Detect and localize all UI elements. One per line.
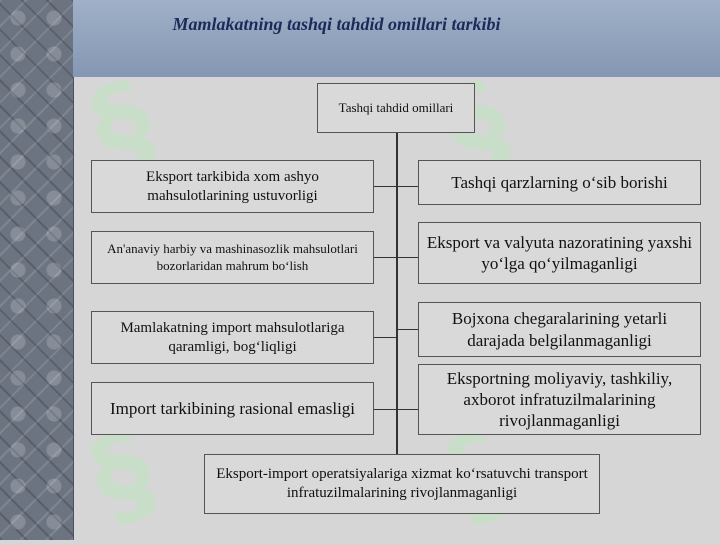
connector-left-3 [374, 337, 396, 338]
bottom-factor-label: Eksport-import operatsiyalariga xizmat k… [216, 466, 588, 501]
left-factor-box: An'anaviy harbiy va mashinasozlik mahsul… [91, 231, 374, 284]
trunk-line [396, 133, 398, 455]
right-factor-box: Eksport va valyuta nazoratining yaxshi y… [418, 222, 701, 284]
right-factor-box: Tashqi qarzlarning o‘sib borishi [418, 160, 701, 205]
right-factor-box: Bojxona chegaralarining yetarli darajada… [418, 302, 701, 357]
connector-left-2 [374, 257, 396, 258]
left-factor-label: Eksport tarkibida xom ashyo mahsulotlari… [146, 168, 319, 204]
title-banner: Mamlakatning tashqi tahdid omillari tark… [73, 0, 720, 77]
decorative-ornament-strip [0, 0, 74, 540]
connector-right-2 [398, 257, 418, 258]
root-node: Tashqi tahdid omillari [317, 83, 475, 133]
connector-left-1 [374, 186, 396, 187]
left-factor-box: Mamlakatning import mahsulotlariga qaram… [91, 311, 374, 364]
right-factor-label: Eksportning moliyaviy, tashkiliy, axboro… [446, 368, 673, 431]
left-factor-box: Import tarkibining rasional emasligi [91, 382, 374, 435]
root-node-label: Tashqi tahdid omillari [338, 99, 454, 115]
right-factor-label: Bojxona chegaralarining yetarli darajada… [451, 309, 668, 350]
right-factor-label: Eksport va valyuta nazoratining yaxshi y… [426, 232, 693, 273]
diagram-title: Mamlakatning tashqi tahdid omillari tark… [172, 14, 501, 34]
right-factor-box: Eksportning moliyaviy, tashkiliy, axboro… [418, 364, 701, 435]
right-factor-label: Tashqi qarzlarning o‘sib borishi [451, 172, 668, 192]
bottom-factor-box: Eksport-import operatsiyalariga xizmat k… [204, 454, 600, 514]
left-factor-label: Import tarkibining rasional emasligi [109, 398, 356, 418]
connector-right-3 [398, 329, 418, 330]
connector-right-1 [398, 186, 418, 187]
connector-right-4 [398, 409, 418, 410]
connector-left-4 [374, 409, 396, 410]
left-factor-label: Mamlakatning import mahsulotlariga qaram… [120, 319, 345, 355]
left-factor-box: Eksport tarkibida xom ashyo mahsulotlari… [91, 160, 374, 213]
left-factor-label: An'anaviy harbiy va mashinasozlik mahsul… [107, 241, 358, 273]
